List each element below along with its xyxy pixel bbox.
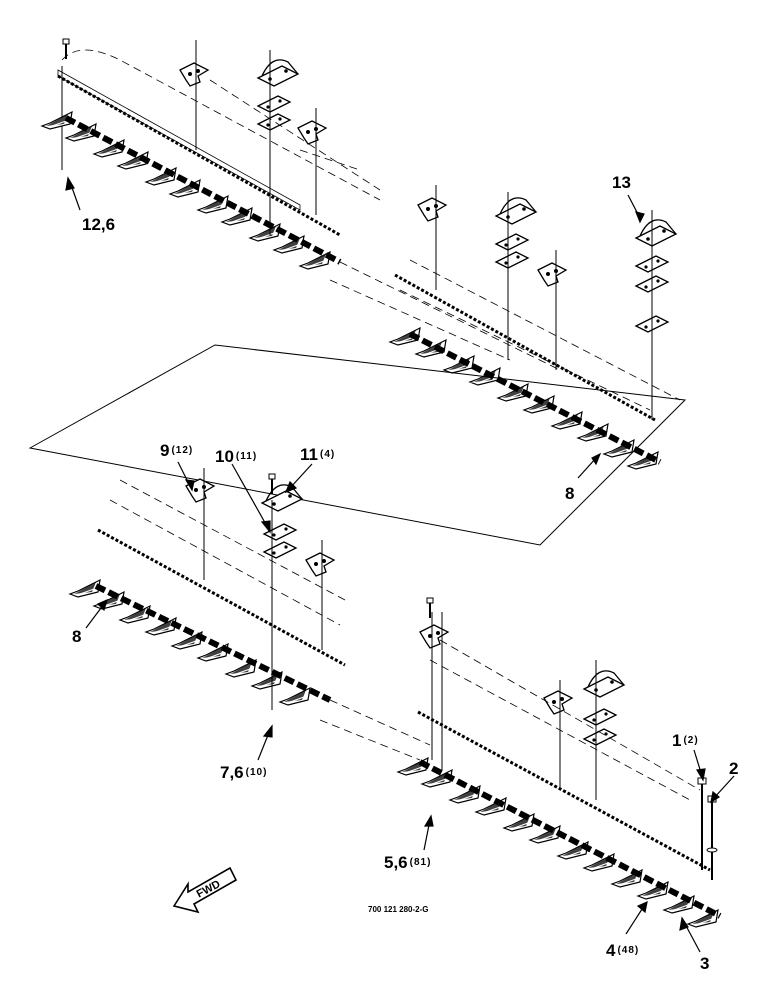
callout-8-top: 8 xyxy=(565,484,575,503)
callout-7-6: 7,6(10) xyxy=(220,763,268,782)
callout-13: 13 xyxy=(612,173,631,192)
knife-section-upper-left xyxy=(41,38,561,371)
bolt-2 xyxy=(706,795,718,880)
callout-1: 1(2) xyxy=(672,731,699,750)
callout-2: 2 xyxy=(729,759,739,778)
callout-8-left: 8 xyxy=(72,627,82,646)
section-outline-plane xyxy=(28,344,687,546)
callout-3: 3 xyxy=(700,954,710,973)
drawing-number: 700 121 280-2-G xyxy=(368,905,429,914)
callout-10: 10(11) xyxy=(215,447,258,466)
callout-5-6: 5,6(81) xyxy=(384,853,432,872)
callout-4: 4(48) xyxy=(606,941,640,960)
knife-section-lower-left xyxy=(69,468,431,761)
callout-9: 9(12) xyxy=(160,441,194,460)
callout-12-6: 12,6 xyxy=(82,215,116,234)
fwd-arrow-icon: FWD xyxy=(172,866,238,914)
callout-11: 11(4) xyxy=(300,445,336,464)
knife-section-upper-right xyxy=(389,185,681,470)
bolt-1 xyxy=(697,777,707,870)
fwd-label: FWD xyxy=(195,878,223,900)
leader-lines xyxy=(65,176,735,953)
knife-section-lower-right xyxy=(397,597,722,928)
